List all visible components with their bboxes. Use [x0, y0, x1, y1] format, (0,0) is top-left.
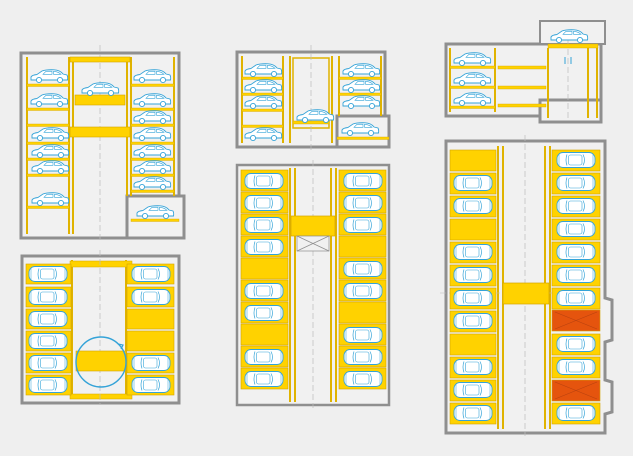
lift-beam [69, 126, 131, 138]
turntable [75, 336, 127, 388]
guide-rails [241, 56, 382, 143]
lift-platform [502, 282, 550, 305]
lift-top-beam [69, 260, 133, 268]
cars-left [453, 175, 493, 421]
lift-marks [564, 57, 572, 64]
lift-beam-top [69, 56, 131, 63]
lift-crossbeam [290, 215, 336, 252]
plan-view-c [440, 135, 614, 436]
lift-bottom-beam [69, 393, 133, 400]
plan-view-b [235, 160, 391, 408]
section-view-b [235, 45, 391, 150]
lift-platform [74, 94, 126, 106]
annex-wall [125, 194, 186, 240]
section-view-c [444, 20, 606, 124]
cars-left [453, 52, 492, 107]
level-beams [26, 83, 180, 222]
step-annex [538, 98, 603, 124]
plan-view-a [20, 250, 181, 405]
guide-rails [497, 146, 551, 429]
guide-rails [289, 168, 337, 402]
section-view-a [19, 45, 186, 240]
guide-rails [71, 260, 127, 399]
blocked-marks [554, 311, 598, 400]
guide-rails [449, 48, 598, 118]
level-beams [449, 43, 599, 109]
